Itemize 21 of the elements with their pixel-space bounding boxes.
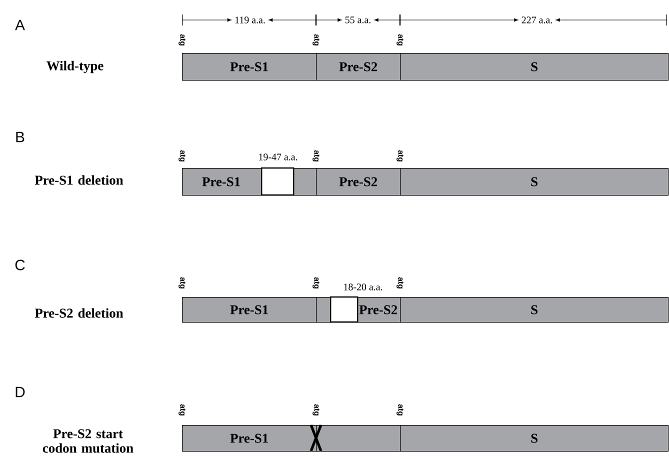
panel-letter: B (16, 132, 24, 142)
deleted-region-box (330, 296, 358, 323)
gene-segment: Pre-S2 (316, 168, 401, 196)
row-label: Wild-type (46, 60, 104, 74)
gene-segment: Pre-S1 (182, 53, 317, 81)
length-label: 19-47 a.a. (259, 154, 298, 160)
length-label: 55 a.a. (345, 16, 370, 24)
row-label: Pre-S2 deletion (34, 308, 124, 318)
gene-segment: Pre-S1 (182, 425, 317, 452)
length-label: 227 a.a. (522, 16, 552, 24)
row-label: Pre-S2 start codon mutation (42, 429, 134, 453)
deleted-region-box (261, 167, 294, 196)
length-label: 18-20 a.a. (344, 284, 382, 290)
panel-letter: C (15, 260, 25, 270)
row-label: Pre-S1 deletion (34, 175, 124, 185)
gene-segment (316, 425, 401, 452)
panel-letter: D (16, 386, 25, 398)
gene-segment: Pre-S1 (182, 297, 317, 323)
gene-segment: Pre-S2 (316, 53, 401, 81)
panel-letter: A (15, 20, 25, 30)
length-label: 119 a.a. (235, 16, 265, 24)
